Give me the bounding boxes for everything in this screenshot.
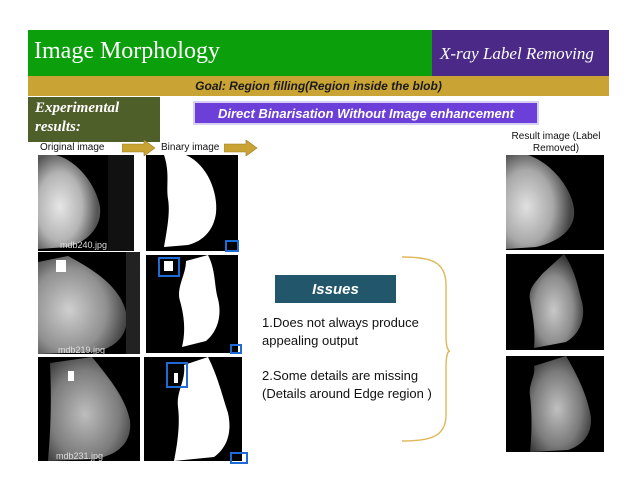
experimental-results-box: [28, 97, 160, 142]
issues-title: Issues: [312, 281, 359, 298]
curly-bracket-icon: [401, 256, 450, 442]
marker-box-icon: [230, 344, 242, 354]
label-marker-icon: [158, 257, 180, 277]
goal-text: Goal: Region filling(Region inside the b…: [195, 79, 442, 93]
image-filename: mdb231.jpg: [56, 451, 104, 461]
original-image-caption: Original image: [40, 142, 105, 153]
binary-image-3: [144, 357, 242, 461]
issues-header-box: [275, 275, 396, 303]
method-banner-text: Direct Binarisation Without Image enhanc…: [217, 106, 515, 121]
original-image-mdb231: [38, 357, 140, 461]
slide-subtitle: X-ray Label Removing: [440, 44, 594, 63]
title-bar: [28, 30, 432, 76]
issue-item-2: 2.Some details are missing (Details arou…: [262, 368, 432, 401]
result-image-3: [506, 356, 604, 452]
original-image-mdb240: [38, 155, 134, 251]
binary-image-1: [146, 155, 238, 251]
binary-image-caption: Binary image: [161, 142, 220, 153]
image-filename: mdb219.jpg: [58, 345, 106, 355]
marker-box-icon: [230, 452, 248, 464]
slide-title: Image Morphology: [34, 38, 220, 64]
result-image-2: [506, 254, 604, 350]
result-image-caption: Result image (Label Removed): [511, 131, 601, 154]
result-image-1: [506, 155, 604, 250]
subtitle-bar: [432, 30, 609, 76]
method-banner: [193, 101, 539, 125]
arrow-right-icon: [224, 140, 258, 156]
original-image-mdb219: [38, 252, 140, 354]
issue-item-1: 1.Does not always produce appealing outp…: [262, 315, 419, 348]
arrow-right-icon: [122, 140, 156, 156]
binary-image-2: [146, 255, 238, 353]
image-filename: mdb240.jpg: [60, 240, 108, 250]
experimental-results-label: Experimental results:: [35, 100, 120, 135]
goal-bar: [28, 76, 609, 96]
marker-box-icon: [225, 240, 239, 252]
label-marker-icon: [166, 362, 188, 388]
